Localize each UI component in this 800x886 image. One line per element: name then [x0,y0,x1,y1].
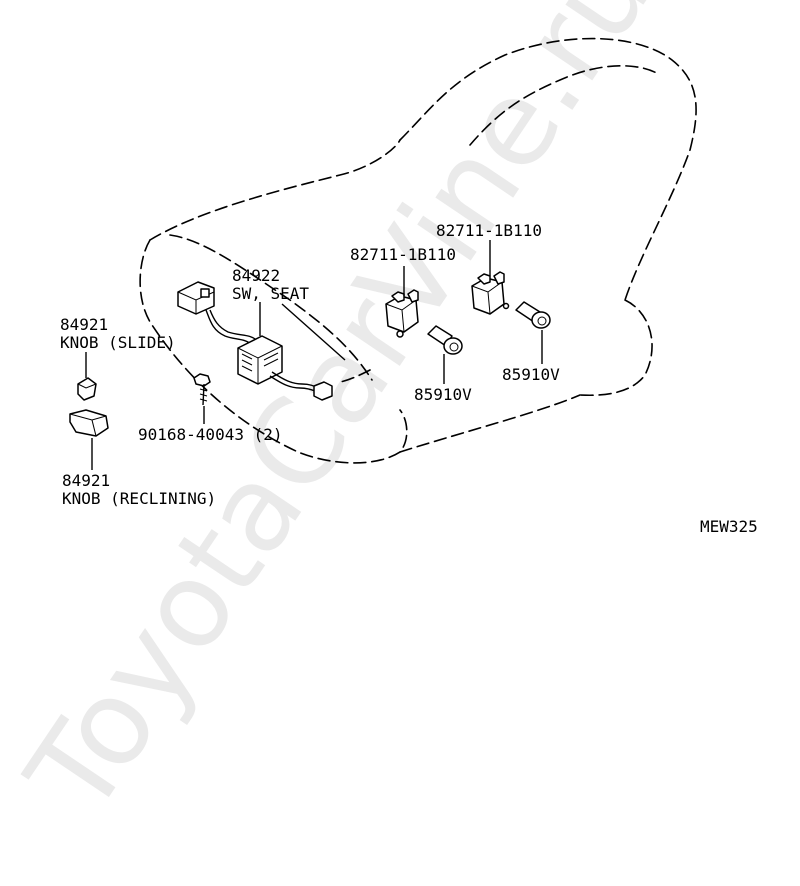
bulb-right-illustration [515,301,551,329]
seat-switch-illustration [177,281,333,401]
seat-outline [139,37,697,464]
label-bulb-right-number[interactable]: 85910V [502,365,560,384]
label-knob-reclining-number[interactable]: 84921 [62,471,110,490]
label-knob-reclining-name[interactable]: KNOB (RECLINING) [62,489,216,508]
knob-slide-illustration [77,377,97,401]
knob-reclining-illustration [69,409,109,437]
label-switch-seat-number[interactable]: 84922 [232,266,280,285]
socket-left-illustration [385,289,419,338]
label-screw-number[interactable]: 90168-40043 (2) [138,425,283,444]
label-switch-seat-name[interactable]: SW, SEAT [232,284,309,303]
bulb-left-illustration [427,325,463,355]
label-socket-left-number[interactable]: 82711-1B110 [350,245,456,264]
label-knob-slide-name[interactable]: KNOB (SLIDE) [60,333,176,352]
label-bulb-left-number[interactable]: 85910V [414,385,472,404]
diagram-code: MEW325 [700,517,758,536]
label-socket-right-number[interactable]: 82711-1B110 [436,221,542,240]
part-labels: 84921 KNOB (SLIDE) 84921 KNOB (RECLINING… [60,221,758,536]
label-knob-slide-number[interactable]: 84921 [60,315,108,334]
screw-illustration [193,373,211,406]
socket-right-illustration [471,271,510,315]
leader-lines [85,240,543,470]
